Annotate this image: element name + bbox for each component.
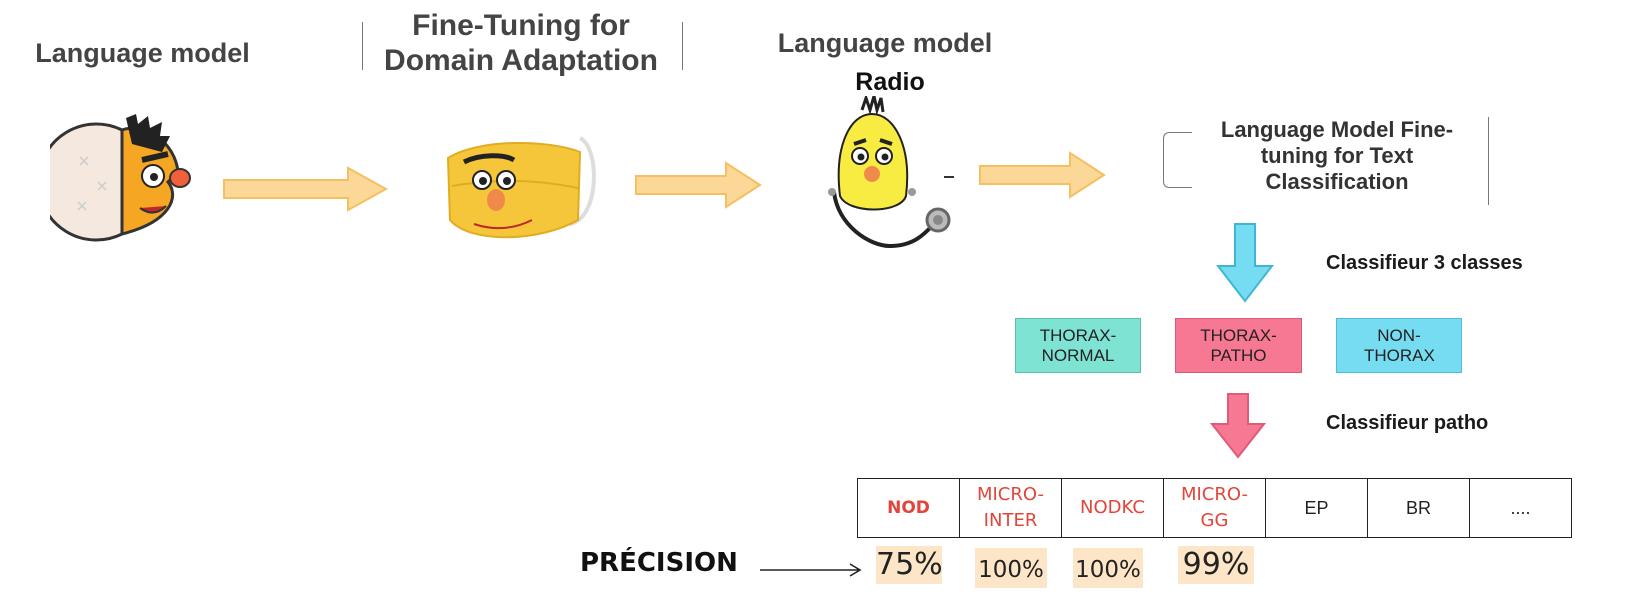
table-cell-micro-gg: MICRO-GG [1163, 478, 1266, 538]
table-row: NOD MICRO-INTER NODKC MICRO-GG EP BR ...… [857, 478, 1572, 538]
precision-arrow [760, 563, 862, 577]
label-classifieur-patho: Classifieur patho [1326, 412, 1489, 434]
stage-title-language-model-2: Language model [777, 28, 993, 58]
precision-label: PRÉCISION [580, 548, 738, 578]
precision-value-nod: 75% [876, 546, 943, 584]
table-cell-nod: NOD [857, 478, 960, 538]
patho-categories-table: NOD MICRO-INTER NODKC MICRO-GG EP BR ...… [857, 478, 1572, 538]
table-cell-br: BR [1367, 478, 1470, 538]
bracket-ft-classif-right [1484, 117, 1489, 205]
down-arrow-blue [1215, 223, 1275, 303]
bracket-left [362, 22, 367, 70]
model-name-radio: Radio [855, 68, 925, 96]
stage-title-fine-tuning-domain: Fine-Tuning for Domain Adaptation [384, 9, 658, 78]
flow-arrow-3 [979, 151, 1106, 199]
class-label-thorax-patho: THORAX-PATHO [1200, 325, 1277, 365]
flow-arrow-2 [635, 161, 762, 209]
bracket-ft-classif-left [1163, 132, 1192, 188]
class-box-non-thorax: NON-THORAX [1336, 318, 1462, 373]
stage-title-language-model: Language model [35, 38, 250, 68]
table-cell-nodkc: NODKC [1061, 478, 1164, 538]
class-label-thorax-normal: THORAX-NORMAL [1039, 325, 1117, 365]
flow-arrow-1 [223, 166, 389, 212]
class-box-thorax-patho: THORAX-PATHO [1175, 318, 1302, 373]
bert-doctor-icon [828, 96, 951, 249]
class-label-non-thorax: NON-THORAX [1364, 325, 1435, 365]
class-box-thorax-normal: THORAX-NORMAL [1015, 318, 1141, 373]
precision-value-micro-gg: 99% [1178, 546, 1254, 584]
label-classifieur-3-classes: Classifieur 3 classes [1326, 252, 1523, 274]
stage-title-fine-tuning-classification: Language Model Fine-tuning for Text Clas… [1220, 117, 1454, 194]
precision-value-micro-inter: 100% [975, 548, 1047, 588]
bert-mask-icon [446, 136, 596, 239]
table-cell-ep: EP [1265, 478, 1368, 538]
down-arrow-pink [1210, 393, 1266, 459]
table-cell-micro-inter: MICRO-INTER [959, 478, 1062, 538]
bert-pacman-icon [50, 114, 191, 242]
bracket-right [678, 22, 683, 70]
table-cell-more: .... [1469, 478, 1572, 538]
cell-text-micro-inter: MICRO-INTER [976, 484, 1045, 531]
dash-mark [944, 176, 954, 178]
cell-text-micro-gg: MICRO-GG [1180, 484, 1249, 531]
precision-value-nodkc: 100% [1073, 548, 1143, 588]
